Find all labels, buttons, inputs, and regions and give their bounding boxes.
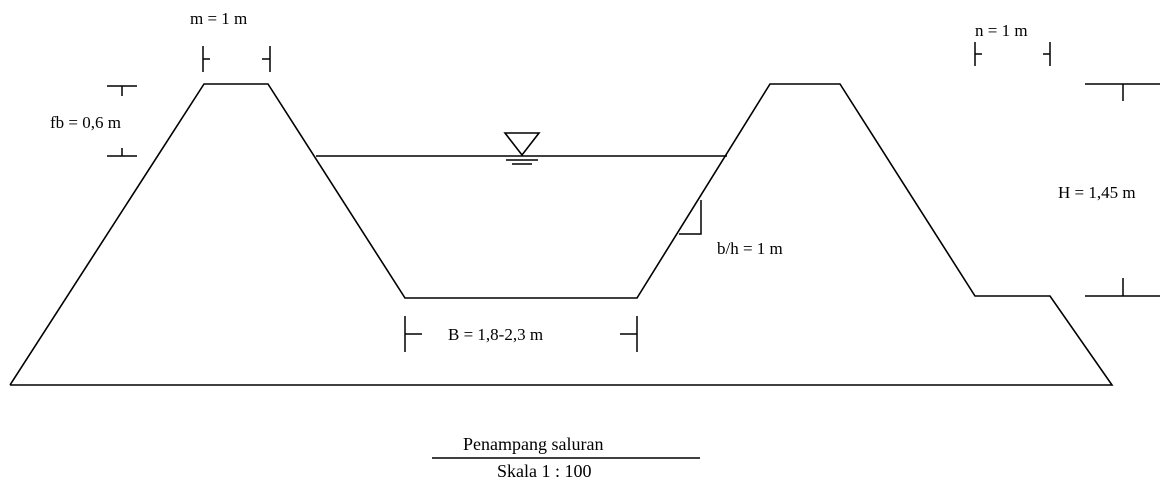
n-dimension-marks [974,42,1051,66]
fb-label: fb = 0,6 m [50,113,121,132]
m-dimension-marks [202,46,271,72]
h-dimension-marks [1085,83,1160,297]
figure-title: Penampang saluran [463,434,603,454]
n-label: n = 1 m [975,21,1028,40]
slope-triangle-marker [679,200,702,235]
base-width-label: B = 1,8-2,3 m [448,325,543,344]
figure-scale: Skala 1 : 100 [497,461,592,481]
slope-label: b/h = 1 m [717,239,783,258]
h-label: H = 1,45 m [1058,183,1136,202]
water-level-symbol [503,132,541,165]
fb-dimension-marks [107,85,137,157]
channel-profile-outline [9,83,1114,386]
b-dimension-marks [404,316,638,352]
m-label: m = 1 m [190,9,247,28]
